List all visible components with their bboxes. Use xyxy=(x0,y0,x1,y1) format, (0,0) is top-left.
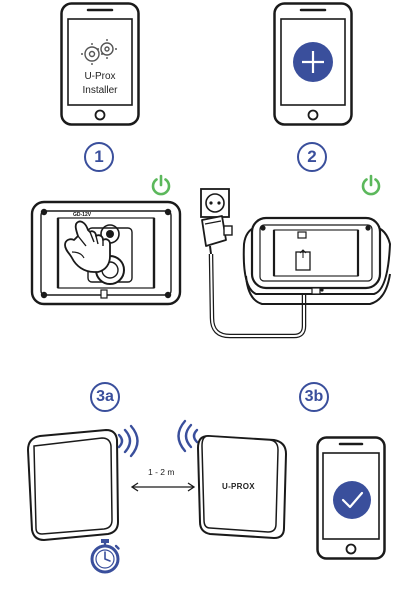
step-2-badge: 2 xyxy=(297,142,327,172)
app-name-line1: U-Prox xyxy=(84,71,116,82)
app-name-line2: Installer xyxy=(82,85,118,96)
device-left xyxy=(26,428,120,542)
wireless-signal-icon xyxy=(177,419,199,453)
power-cable xyxy=(208,253,307,339)
hub-device-open xyxy=(242,216,392,305)
phone-1 xyxy=(60,2,140,126)
phone-2 xyxy=(273,2,353,126)
check-icon xyxy=(333,481,371,519)
hand-press-icon xyxy=(64,220,111,273)
hub-device-front xyxy=(196,434,288,540)
device-sticker: GD-12V xyxy=(73,212,92,218)
step-1-badge: 1 xyxy=(84,142,114,172)
distance-label: 1 - 2 m xyxy=(148,467,175,477)
wall-socket-icon xyxy=(200,188,230,218)
brand-logo: U-PROX xyxy=(222,482,255,491)
gear-cluster-icon xyxy=(81,39,117,65)
power-icon xyxy=(151,174,171,196)
wireless-signal-icon xyxy=(117,424,139,458)
step-3b-badge: 3b xyxy=(299,382,329,412)
step-3a-badge: 3a xyxy=(90,382,120,412)
distance-arrow xyxy=(130,482,196,492)
power-adapter-icon xyxy=(201,215,233,255)
plus-icon xyxy=(293,42,333,82)
power-icon xyxy=(361,174,381,196)
stopwatch-icon xyxy=(90,539,120,574)
